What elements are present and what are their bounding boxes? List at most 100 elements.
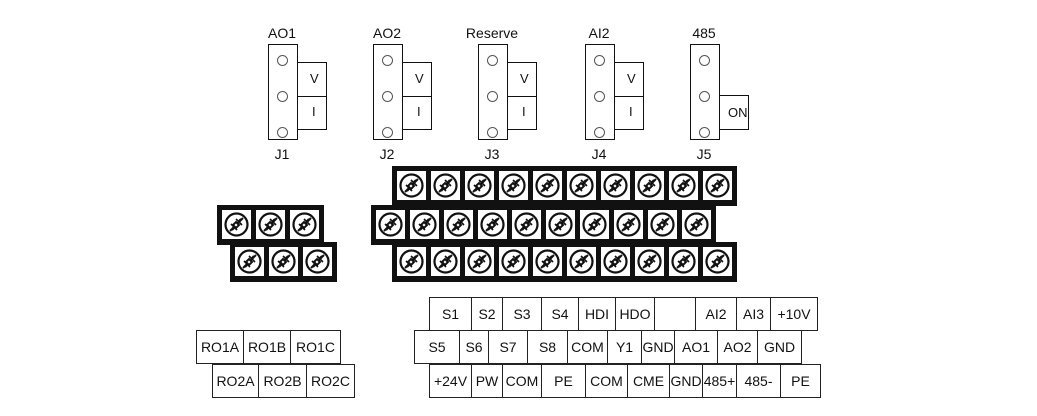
jumper-id-label: J3 (484, 146, 500, 162)
jumper-pin (277, 127, 288, 138)
terminal-screw-icon[interactable] (600, 170, 631, 201)
terminal-screw-icon[interactable] (532, 246, 563, 277)
control-label-cell: COM (502, 364, 542, 398)
jumper-pin (699, 91, 710, 102)
terminal-screw-icon[interactable] (600, 246, 631, 277)
terminal-screw-icon[interactable] (443, 209, 474, 240)
jumper-j1[interactable] (268, 44, 298, 140)
jumper-pin (487, 55, 498, 66)
terminal-screw-icon[interactable] (634, 246, 665, 277)
terminal-screw-icon[interactable] (477, 209, 508, 240)
control-label-cell: S1 (429, 297, 472, 331)
control-strip-bottom (392, 242, 737, 282)
jumper-pin (699, 127, 710, 138)
jumper-id-label: J2 (379, 146, 395, 162)
control-label-cell: 485+ (702, 364, 737, 398)
control-strip-middle (371, 205, 716, 245)
jumper-top-label: AI2 (588, 25, 610, 41)
terminal-screw-icon[interactable] (409, 209, 440, 240)
terminal-screw-icon[interactable] (464, 170, 495, 201)
control-label-cell: HDO (615, 297, 655, 331)
jumper-selector: ON (719, 95, 749, 130)
terminal-screw-icon[interactable] (498, 246, 529, 277)
terminal-screw-icon[interactable] (498, 170, 529, 201)
terminal-screw-icon[interactable] (396, 246, 427, 277)
terminal-screw-icon[interactable] (668, 170, 699, 201)
jumper-id-label: J1 (274, 146, 290, 162)
terminal-screw-icon[interactable] (396, 170, 427, 201)
control-label-cell: AI3 (736, 297, 771, 331)
jumper-id-label: J4 (591, 146, 607, 162)
terminal-screw-icon[interactable] (566, 170, 597, 201)
terminal-screw-icon[interactable] (668, 246, 699, 277)
terminal-screw-icon[interactable] (289, 209, 320, 240)
terminal-screw-icon[interactable] (234, 246, 265, 277)
control-label-cell: S7 (488, 330, 528, 364)
jumper-pin (277, 55, 288, 66)
relay-label-cell: RO2B (258, 364, 307, 398)
control-label-cell: AO1 (674, 330, 718, 364)
jumper-top-label: 485 (692, 25, 716, 41)
control-label-cell: PE (780, 364, 821, 398)
relay-strip-upper (217, 205, 324, 245)
terminal-screw-icon[interactable] (375, 209, 406, 240)
jumper-top-label: AO1 (267, 25, 296, 41)
terminal-screw-icon[interactable] (430, 246, 461, 277)
jumper-pin (594, 127, 605, 138)
terminal-screw-icon[interactable] (511, 209, 542, 240)
relay-label-cell: RO2A (212, 364, 259, 398)
divider (298, 96, 326, 97)
control-label-cell: AI2 (695, 297, 737, 331)
jumper-pin (699, 55, 710, 66)
terminal-screw-icon[interactable] (268, 246, 299, 277)
terminal-screw-icon[interactable] (681, 209, 712, 240)
terminal-screw-icon[interactable] (255, 209, 286, 240)
control-label-cell: GND (669, 364, 703, 398)
terminal-screw-icon[interactable] (532, 170, 563, 201)
jumper-j3[interactable] (478, 44, 508, 140)
control-strip-top (392, 166, 737, 206)
terminal-screw-icon[interactable] (566, 246, 597, 277)
terminal-screw-icon[interactable] (302, 246, 333, 277)
jumper-j5[interactable] (690, 44, 720, 140)
terminal-screw-icon[interactable] (464, 246, 495, 277)
option-label: V (310, 71, 319, 86)
control-label-cell: S6 (459, 330, 489, 364)
jumper-pin (487, 91, 498, 102)
option-label: I (629, 104, 633, 119)
terminal-screw-icon[interactable] (702, 170, 733, 201)
jumper-pin (382, 91, 393, 102)
control-label-cell: CME (627, 364, 670, 398)
control-label-cell: S3 (502, 297, 542, 331)
terminal-screw-icon[interactable] (647, 209, 678, 240)
option-label: V (627, 71, 636, 86)
jumper-pin (487, 127, 498, 138)
control-label-cell: S8 (527, 330, 568, 364)
terminal-screw-icon[interactable] (634, 170, 665, 201)
jumper-top-label: AO2 (372, 25, 401, 41)
control-label-cell: Y1 (607, 330, 642, 364)
terminal-screw-icon[interactable] (430, 170, 461, 201)
divider (615, 96, 643, 97)
jumper-j4[interactable] (585, 44, 615, 140)
control-label-cell: S4 (541, 297, 579, 331)
option-label: ON (728, 105, 748, 120)
jumper-j2[interactable] (373, 44, 403, 140)
jumper-pin (277, 91, 288, 102)
control-label-cell: COM (567, 330, 608, 364)
relay-label-cell: RO2C (306, 364, 355, 398)
control-label-cell: +24V (429, 364, 472, 398)
divider (508, 96, 536, 97)
terminal-screw-icon[interactable] (545, 209, 576, 240)
terminal-screw-icon[interactable] (702, 246, 733, 277)
control-label-cell: AO2 (717, 330, 758, 364)
terminal-screw-icon[interactable] (613, 209, 644, 240)
option-label: V (520, 71, 529, 86)
control-label-cell: PE (541, 364, 586, 398)
terminal-screw-icon[interactable] (579, 209, 610, 240)
terminal-screw-icon[interactable] (221, 209, 252, 240)
control-label-cell: HDI (578, 297, 616, 331)
